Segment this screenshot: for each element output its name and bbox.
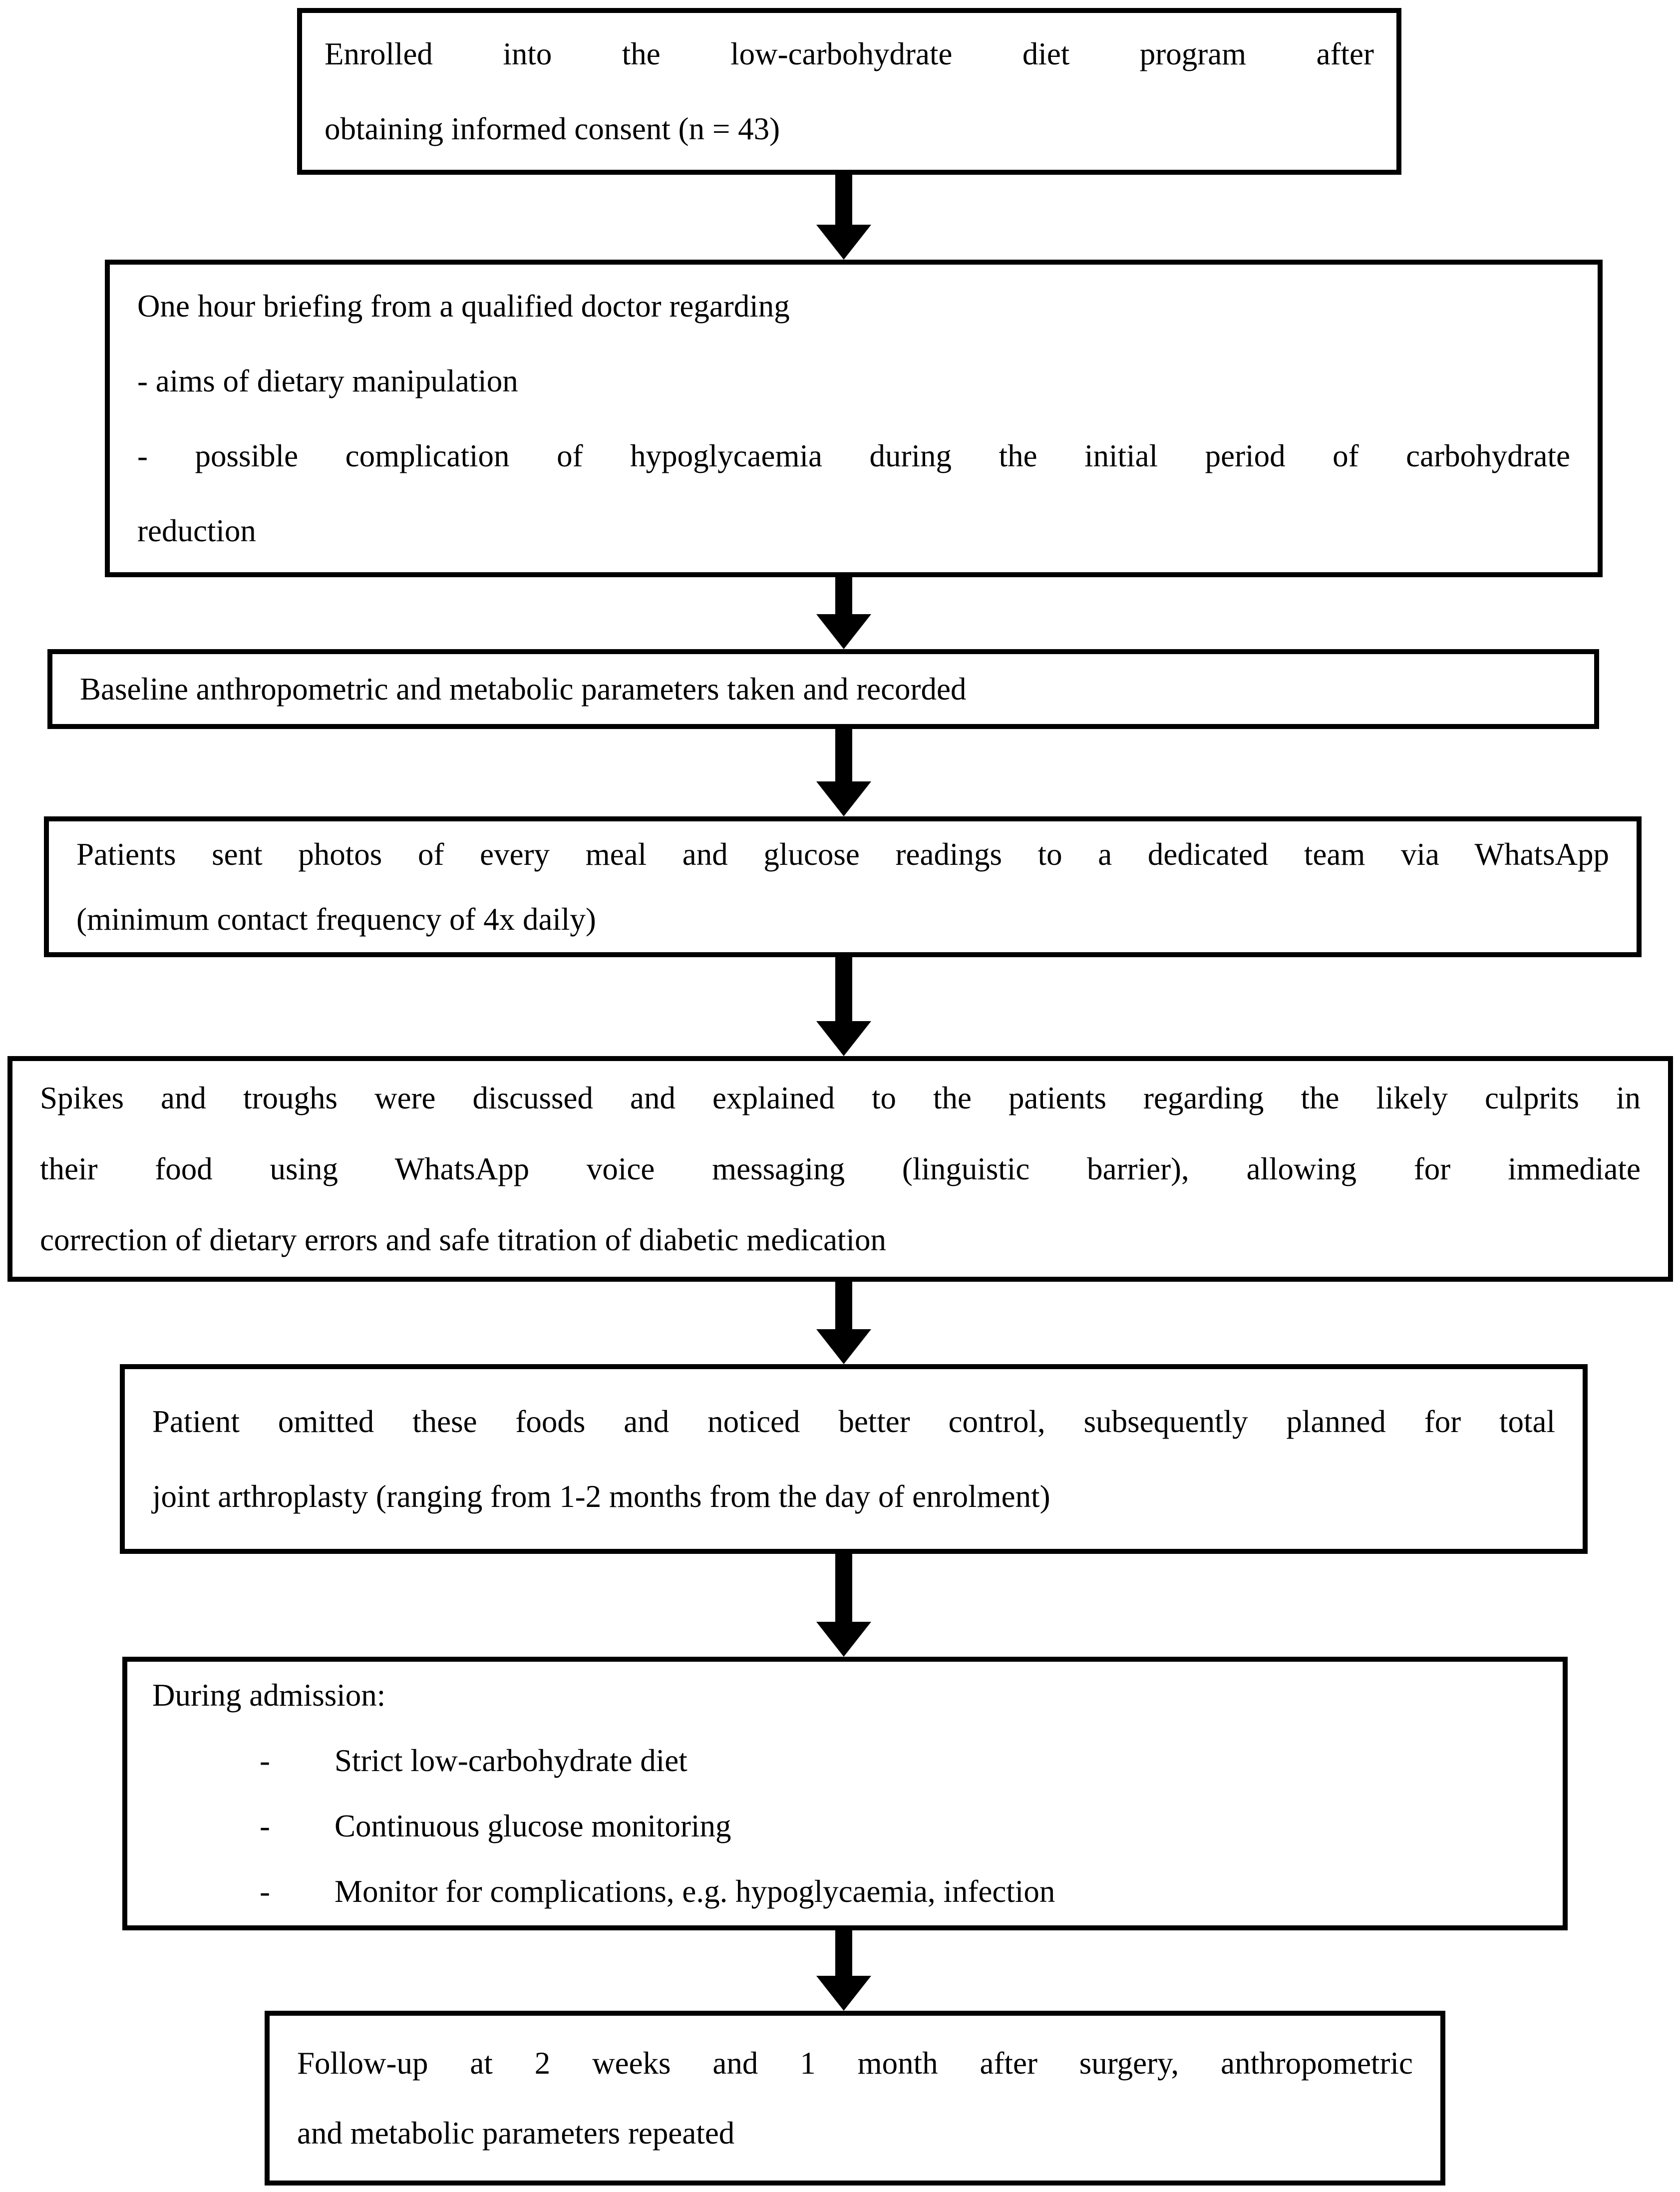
whatsapp-text-line: (minimum contact frequency of 4x daily) bbox=[76, 902, 596, 937]
bullet-dash: - bbox=[260, 1809, 270, 1843]
admission-bullet-text: Continuous glucose monitoring bbox=[335, 1809, 731, 1843]
planning-text-line: Patient omitted these foods and noticed … bbox=[152, 1404, 1555, 1439]
bullet-dash: - bbox=[260, 1874, 270, 1909]
flow-box-briefing: One hour briefing from a qualified docto… bbox=[105, 260, 1603, 577]
enrollment-text-line: Enrolled into the low-carbohydrate diet … bbox=[325, 36, 1374, 71]
arrow-head bbox=[816, 225, 871, 260]
feedback-text-line: Spikes and troughs were discussed and ex… bbox=[40, 1081, 1641, 1115]
admission-bullet: - Monitor for complications, e.g. hypogl… bbox=[152, 1859, 1538, 1924]
admission-bullet: - Continuous glucose monitoring bbox=[152, 1794, 1538, 1859]
arrow-head bbox=[816, 614, 871, 649]
flow-box-enrollment: Enrolled into the low-carbohydrate diet … bbox=[297, 8, 1401, 175]
arrow-shaft bbox=[835, 576, 852, 614]
followup-text-line: Follow-up at 2 weeks and 1 month after s… bbox=[297, 2046, 1413, 2081]
down-arrow bbox=[816, 728, 871, 816]
arrow-shaft bbox=[835, 1281, 852, 1329]
arrow-shaft bbox=[835, 728, 852, 781]
arrow-shaft bbox=[835, 174, 852, 225]
flow-box-whatsapp-monitoring: Patients sent photos of every meal and g… bbox=[44, 816, 1642, 957]
admission-bullet-text: Monitor for complications, e.g. hypoglyc… bbox=[335, 1874, 1055, 1909]
flow-box-baseline: Baseline anthropometric and metabolic pa… bbox=[47, 649, 1599, 729]
bullet-dash: - bbox=[260, 1743, 270, 1778]
admission-bullet: - Strict low-carbohydrate diet bbox=[152, 1728, 1538, 1794]
down-arrow bbox=[816, 174, 871, 260]
down-arrow bbox=[816, 576, 871, 649]
arrow-head bbox=[816, 781, 871, 816]
down-arrow bbox=[816, 1929, 871, 2011]
arrow-shaft bbox=[835, 956, 852, 1021]
feedback-text-line: their food using WhatsApp voice messagin… bbox=[40, 1151, 1641, 1186]
down-arrow bbox=[816, 956, 871, 1056]
followup-text-line: and metabolic parameters repeated bbox=[297, 2116, 735, 2151]
flow-box-feedback: Spikes and troughs were discussed and ex… bbox=[7, 1056, 1673, 1282]
feedback-text-line: correction of dietary errors and safe ti… bbox=[40, 1222, 887, 1257]
down-arrow bbox=[816, 1553, 871, 1657]
baseline-text-line: Baseline anthropometric and metabolic pa… bbox=[80, 672, 967, 707]
briefing-text-line: reduction bbox=[137, 513, 256, 548]
admission-bullet-text: Strict low-carbohydrate diet bbox=[335, 1743, 687, 1778]
arrow-shaft bbox=[835, 1553, 852, 1622]
briefing-text-line: - aims of dietary manipulation bbox=[137, 364, 518, 398]
flow-box-surgery-planning: Patient omitted these foods and noticed … bbox=[120, 1364, 1588, 1554]
briefing-text-line: - possible complication of hypoglycaemia… bbox=[137, 438, 1570, 473]
planning-text-line: joint arthroplasty (ranging from 1-2 mon… bbox=[152, 1479, 1050, 1514]
arrow-shaft bbox=[835, 1929, 852, 1976]
down-arrow bbox=[816, 1281, 871, 1364]
arrow-head bbox=[816, 1329, 871, 1364]
whatsapp-text-line: Patients sent photos of every meal and g… bbox=[76, 837, 1609, 872]
enrollment-text-line: obtaining informed consent (n = 43) bbox=[325, 111, 780, 146]
flow-box-follow-up: Follow-up at 2 weeks and 1 month after s… bbox=[265, 2011, 1445, 2186]
admission-title: During admission: bbox=[152, 1678, 386, 1713]
flow-box-admission: During admission: - Strict low-carbohydr… bbox=[122, 1657, 1568, 1930]
arrow-head bbox=[816, 1622, 871, 1657]
arrow-head bbox=[816, 1021, 871, 1056]
arrow-head bbox=[816, 1976, 871, 2011]
briefing-text-line: One hour briefing from a qualified docto… bbox=[137, 289, 790, 324]
